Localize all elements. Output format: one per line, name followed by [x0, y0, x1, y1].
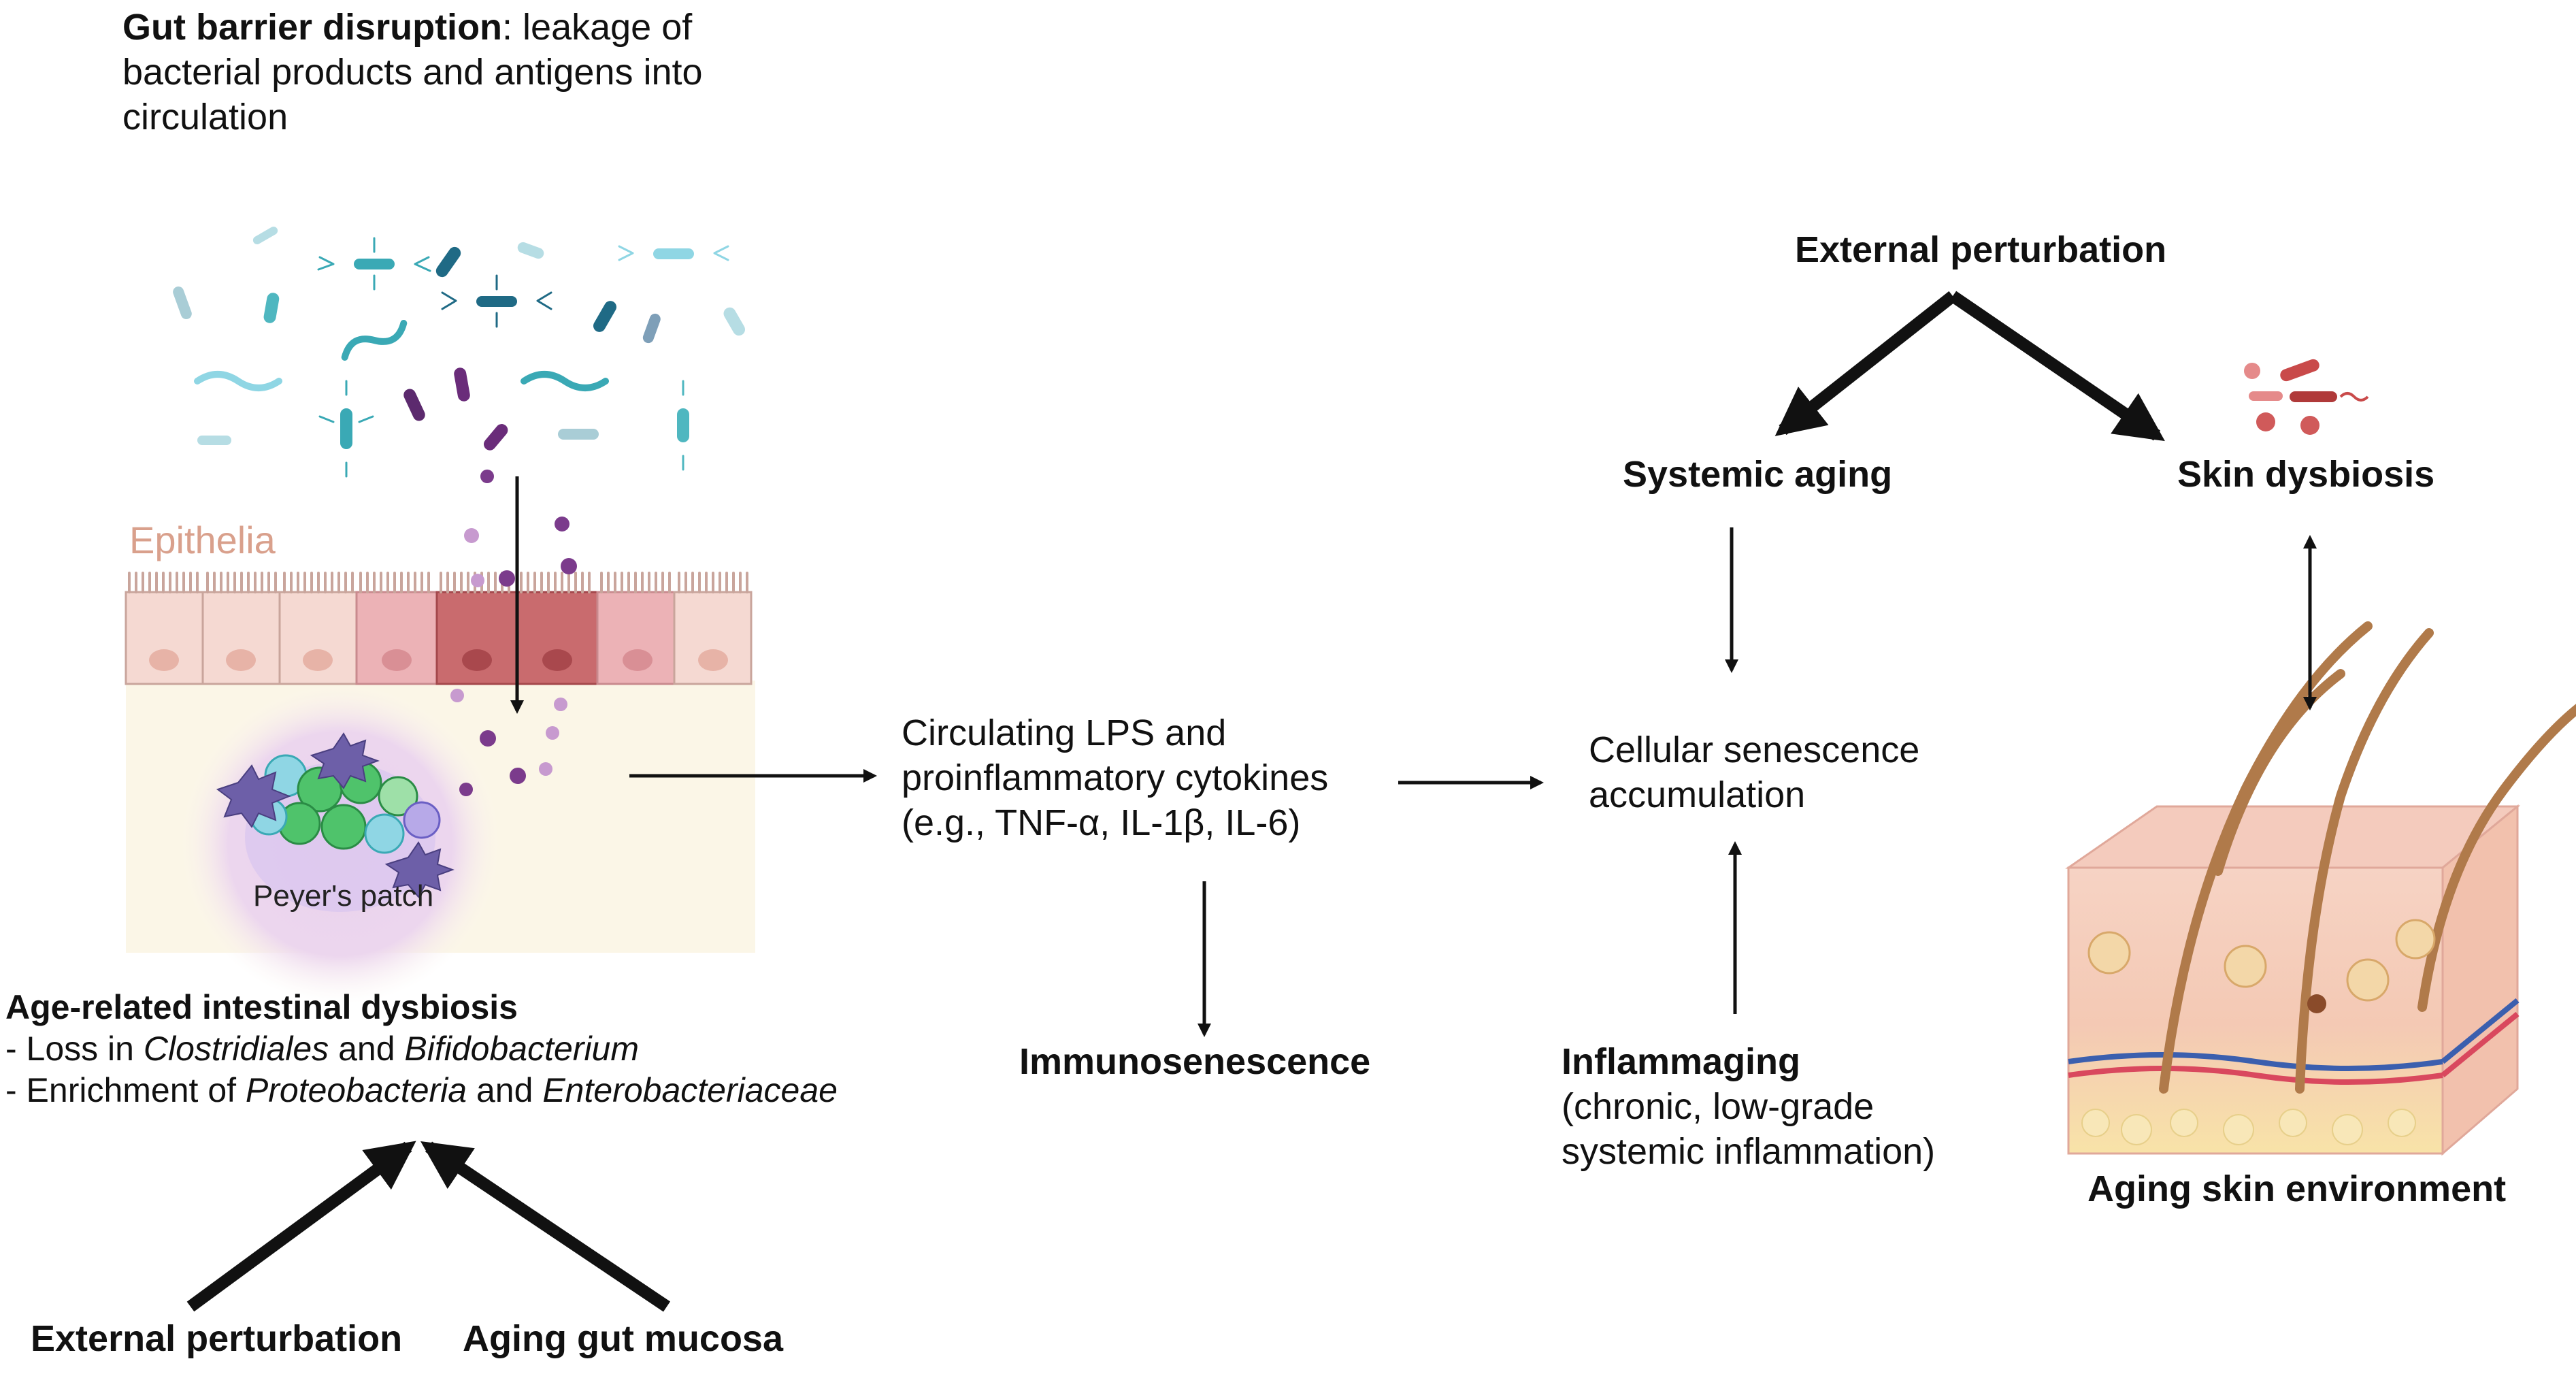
bacterial-products — [450, 470, 577, 796]
inflammaging-title: Inflammaging — [1562, 1041, 1801, 1082]
epithelial-cells — [125, 591, 753, 685]
arrow-external-to-systemic — [1774, 291, 1957, 436]
circulating-line2: proinflammatory cytokines — [902, 757, 1329, 798]
gut-barrier-heading: Gut barrier disruption: leakage of bacte… — [122, 5, 703, 140]
epithelia-label: Epithelia — [129, 519, 276, 561]
dysbiosis-line1-prefix: - Loss in — [5, 1030, 144, 1068]
aging-skin-label: Aging skin environment — [2087, 1168, 2507, 1209]
skin-microbes — [2244, 359, 2369, 435]
skin-illustration — [2065, 621, 2576, 1156]
arrow-external-to-skin-dysbiosis — [1949, 291, 2165, 442]
taxon-proteobacteria: Proteobacteria — [245, 1071, 467, 1109]
arrow-external-to-dysbiosis — [186, 1141, 416, 1312]
gut-barrier-text-3: circulation — [122, 96, 288, 137]
taxon-bifidobacterium: Bifidobacterium — [404, 1030, 640, 1068]
dysbiosis-line2-mid: and — [467, 1071, 543, 1109]
taxon-clostridiales: Clostridiales — [143, 1030, 329, 1068]
dysbiosis-block: Age-related intestinal dysbiosis - Loss … — [5, 987, 838, 1111]
circulating-line1: Circulating LPS and — [902, 713, 1227, 753]
immunosenescence-label: Immunosenescence — [1019, 1041, 1371, 1082]
arrow-mucosa-to-dysbiosis — [420, 1141, 671, 1312]
peyers-patch-label: Peyer's patch — [253, 879, 434, 913]
dysbiosis-title: Age-related intestinal dysbiosis — [5, 988, 518, 1026]
systemic-aging-label: Systemic aging — [1623, 454, 1893, 495]
inflammaging-line1: (chronic, low-grade — [1562, 1085, 1875, 1127]
gut-illustration — [125, 227, 755, 1004]
cellular-senescence-line2: accumulation — [1589, 774, 1806, 815]
gut-barrier-text-2: bacterial products and antigens into — [122, 51, 703, 93]
bacteria-cloud — [173, 227, 745, 478]
circulating-line3: (e.g., TNF-α, IL-1β, IL-6) — [902, 802, 1301, 843]
dysbiosis-line2-prefix: - Enrichment of — [5, 1071, 246, 1109]
arrows — [186, 291, 2317, 1312]
circulating-block: Circulating LPS and proinflammatory cyto… — [902, 711, 1328, 846]
skin-dysbiosis-label: Skin dysbiosis — [2177, 454, 2435, 495]
external-perturbation-top: External perturbation — [1795, 229, 2167, 270]
gut-barrier-title: Gut barrier disruption — [122, 7, 503, 48]
aging-gut-mucosa: Aging gut mucosa — [463, 1318, 783, 1359]
external-perturbation-gut: External perturbation — [31, 1318, 403, 1359]
inflammaging-block: Inflammaging (chronic, low-grade systemi… — [1562, 1040, 1935, 1175]
immune-cells — [216, 732, 455, 898]
dysbiosis-line1-mid: and — [329, 1030, 405, 1068]
cellular-senescence-block: Cellular senescence accumulation — [1589, 728, 1919, 818]
gut-barrier-text-1: : leakage of — [502, 7, 693, 48]
cellular-senescence-line1: Cellular senescence — [1589, 730, 1920, 770]
microvilli — [128, 572, 748, 593]
taxon-enterobacteriaceae: Enterobacteriaceae — [542, 1071, 838, 1109]
inflammaging-line2: systemic inflammation) — [1562, 1130, 1936, 1172]
